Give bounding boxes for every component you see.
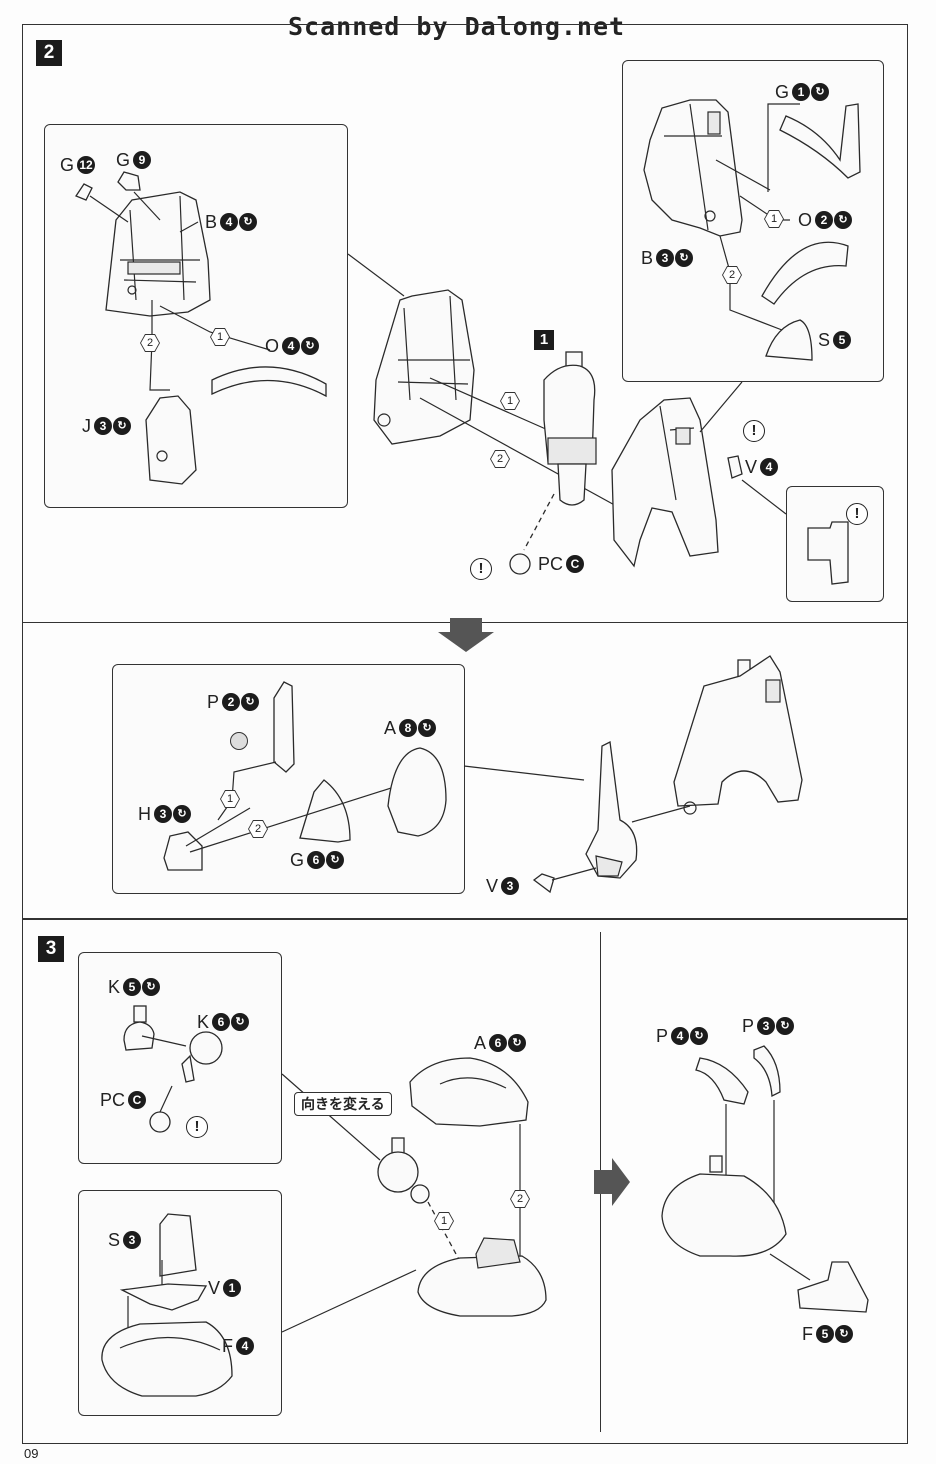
v1-part	[119, 1283, 208, 1311]
order-1-fin: 1	[220, 790, 240, 808]
shoulder-armor-main	[611, 397, 719, 568]
g6-part	[299, 779, 351, 843]
warning-icon: !	[846, 503, 868, 525]
joint-ball-assembly	[377, 1137, 430, 1204]
a6-hip-cover-part	[409, 1057, 529, 1127]
g1-part	[779, 103, 861, 179]
order-2-step3: 2	[510, 1190, 530, 1208]
warning-icon: !	[186, 1116, 208, 1138]
p2-part	[273, 681, 295, 773]
step2-number: 2	[36, 40, 62, 66]
g12-pin-part	[75, 183, 93, 201]
o4-part	[211, 366, 327, 398]
order-2-fin: 2	[248, 820, 268, 838]
v4-detail-part	[807, 521, 849, 585]
pcc-ball-step3-part	[149, 1111, 171, 1133]
shoulder-armor-sub	[643, 99, 743, 237]
f4-base-part	[101, 1321, 233, 1397]
v3-part	[532, 873, 555, 894]
f5-part	[797, 1261, 869, 1313]
subassembly-left-top	[44, 124, 348, 508]
o2-part	[761, 241, 849, 305]
g9-part	[117, 171, 141, 191]
order-1-main: 1	[500, 392, 520, 410]
shoulder-assembly-main	[373, 289, 475, 445]
h3-part	[163, 831, 203, 871]
pcc-ball-part	[509, 553, 531, 575]
step3-number: 3	[38, 936, 64, 962]
watermark: Scanned by Dalong.net	[288, 12, 626, 41]
step3-continue-arrow	[594, 1158, 630, 1206]
direction-note: 向きを変える	[294, 1092, 392, 1116]
warning-icon: !	[470, 558, 492, 580]
warning-icon: !	[743, 420, 765, 442]
subassembly-k-joint	[78, 952, 282, 1164]
s3-part	[159, 1213, 197, 1277]
s5-part	[765, 319, 813, 361]
shoulder-frame-part	[105, 191, 211, 317]
shoulder-assembled-view	[673, 655, 803, 815]
hip-assembled-view	[661, 1155, 787, 1257]
a8-part	[387, 747, 447, 837]
v4-part	[727, 455, 743, 479]
fin-assembly-main	[585, 741, 638, 879]
k5-joint-part	[123, 1005, 155, 1051]
k6-joint-part	[181, 1031, 223, 1083]
j3-part	[145, 395, 197, 485]
order-2-left: 2	[140, 334, 160, 352]
step3-frame	[22, 918, 908, 1444]
inner-frame-subassembly	[543, 351, 597, 506]
order-1-step3: 1	[434, 1212, 454, 1230]
order-1-right: 1	[764, 210, 784, 228]
p4-part	[695, 1057, 749, 1105]
p3-part	[753, 1045, 781, 1098]
page-number: 09	[24, 1446, 39, 1461]
gate-mark-icon	[230, 732, 248, 750]
order-2-main: 2	[490, 450, 510, 468]
step-continue-arrow	[438, 618, 494, 652]
subassembly-ref-number: 1	[534, 330, 554, 350]
step2-frame	[22, 24, 908, 920]
order-2-right: 2	[722, 266, 742, 284]
order-1-left: 1	[210, 328, 230, 346]
hip-base-assembly	[417, 1237, 547, 1317]
